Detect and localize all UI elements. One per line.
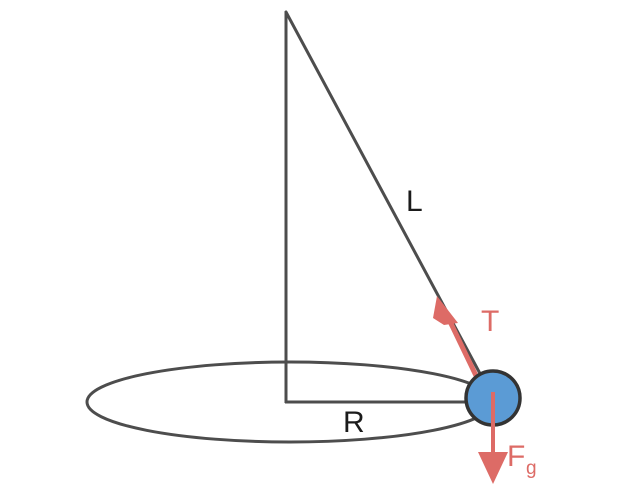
tension-label: T: [481, 305, 499, 338]
string-length-label: L: [406, 185, 423, 218]
gravity-force-label: F: [507, 440, 525, 473]
tension-vector-arrowhead: [433, 296, 458, 325]
gravity-force-subscript-label: g: [526, 458, 537, 479]
gravity-vector-arrowhead: [478, 452, 508, 484]
radius-label: R: [343, 406, 365, 439]
